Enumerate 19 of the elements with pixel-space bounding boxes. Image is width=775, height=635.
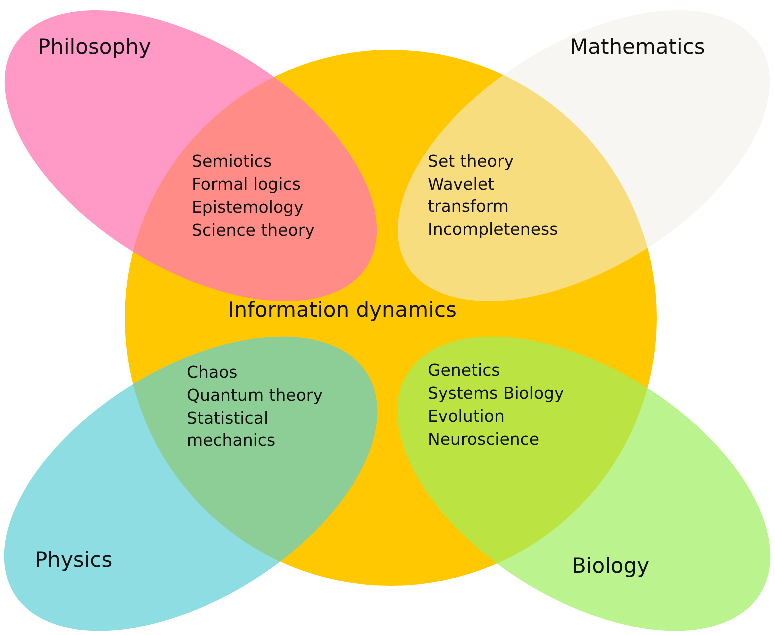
topic-item: Evolution (428, 406, 506, 428)
topic-item: Statistical mechanics (187, 408, 277, 452)
topic-item: Neuroscience (428, 429, 541, 451)
field-heading: Philosophy (38, 35, 152, 59)
field-heading: Biology (572, 554, 650, 578)
topic-item: Epistemology (192, 197, 305, 219)
topic-item: Set theory (428, 151, 516, 173)
topic-item: Formal logics (192, 174, 302, 196)
topic-item: Quantum theory (187, 385, 324, 407)
field-heading: Mathematics (570, 35, 706, 59)
center-label: Information dynamics (228, 298, 457, 322)
field-heading: Physics (35, 548, 113, 572)
topic-item: Genetics (428, 360, 502, 382)
topic-item: Science theory (192, 220, 316, 242)
topic-item: Semiotics (192, 151, 274, 173)
topic-item: Wavelet transform (428, 174, 510, 218)
topic-item: Systems Biology (428, 383, 566, 405)
topic-item: Chaos (187, 362, 239, 384)
topic-item: Incompleteness (428, 219, 558, 241)
